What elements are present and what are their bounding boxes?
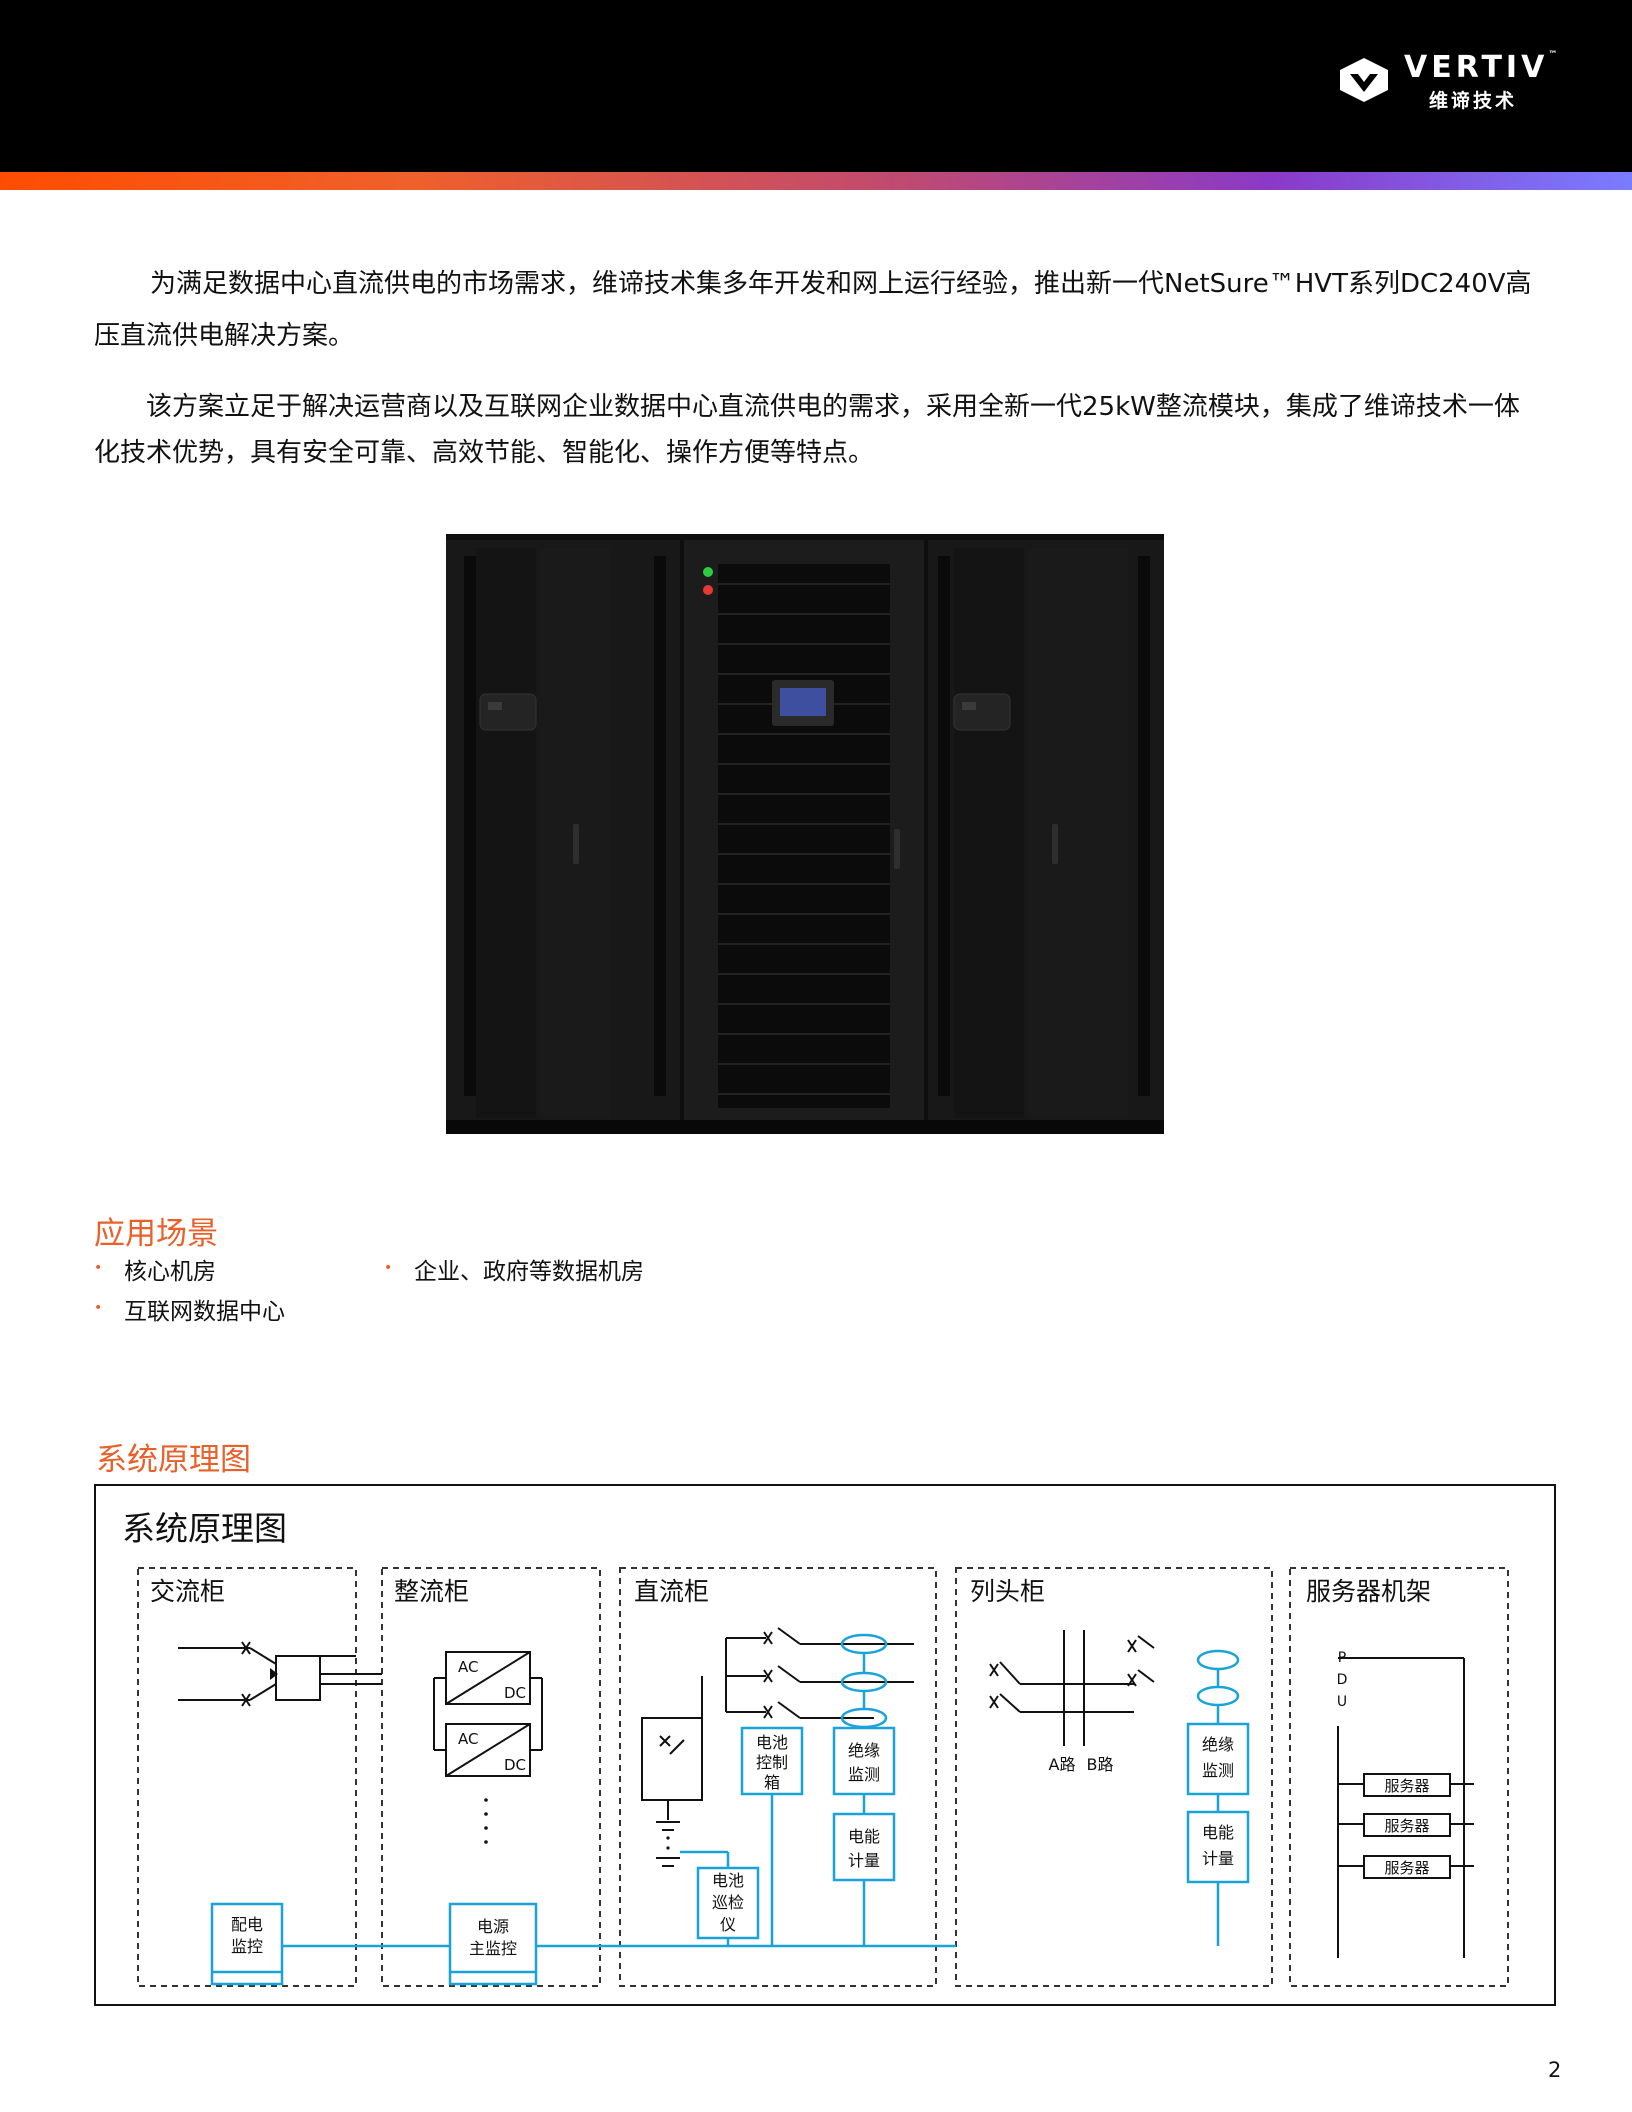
applications-title: 应用场景: [94, 1216, 218, 1252]
column-head-cabinet-box: [955, 1567, 1273, 1987]
battery-inspector-label: 电池: [712, 1871, 744, 1890]
battery-control-box-label: 箱: [764, 1773, 780, 1792]
battery-inspector-label: 巡检: [712, 1893, 744, 1912]
cabinet-label: 直流柜: [634, 1577, 709, 1606]
cabinet-label: 列头柜: [970, 1577, 1045, 1606]
intro-paragraph-2: 该方案立足于解决运营商以及互联网企业数据中心直流供电的需求，采用全新一代25kW…: [94, 392, 1520, 468]
system-diagram-section-title: 系统原理图: [96, 1442, 251, 1478]
energy-meter-label: 电能: [848, 1827, 880, 1846]
cabinet-label: 服务器机架: [1306, 1577, 1431, 1606]
rectifier-ac-label: AC: [458, 1658, 478, 1676]
insulation-monitor-label: 监测: [1202, 1761, 1234, 1780]
diagram-title: 系统原理图: [122, 1509, 287, 1548]
header-gradient-stripe: [0, 172, 1632, 190]
server-label: 服务器: [1384, 1777, 1429, 1795]
bullet-dot-icon: •: [384, 1260, 393, 1276]
energy-meter-label: 电能: [1202, 1823, 1234, 1842]
power-main-monitor-label: 主监控: [469, 1939, 517, 1958]
dc-cabinet-box: [619, 1567, 937, 1987]
cabinet-label: 交流柜: [150, 1577, 225, 1606]
pdu-label: D: [1337, 1672, 1348, 1688]
energy-meter-label: 计量: [848, 1851, 880, 1870]
rectifier-ac-label: AC: [458, 1730, 478, 1748]
server-label: 服务器: [1384, 1859, 1429, 1877]
page-number: 2: [1548, 2058, 1562, 2082]
product-cabinet-image: [446, 534, 1164, 1134]
system-diagram: 系统原理图 交流柜 整流柜 直流柜 列头柜 服务器机架: [94, 1484, 1556, 2006]
logo-wordmark: VERTIV™: [1404, 50, 1558, 85]
pdu-label: U: [1337, 1694, 1347, 1710]
battery-control-box-label: 控制: [756, 1753, 788, 1772]
insulation-monitor-label: 绝缘: [848, 1741, 880, 1760]
path-a-label: A路: [1049, 1755, 1076, 1774]
rectifier-dc-label: DC: [504, 1684, 526, 1702]
server-label: 服务器: [1384, 1817, 1429, 1835]
power-main-monitor-label: 电源: [477, 1917, 509, 1936]
logo-subtitle: 维谛技术: [1429, 90, 1518, 112]
power-dist-monitor-label: 监控: [231, 1937, 263, 1956]
energy-meter-label: 计量: [1202, 1849, 1234, 1868]
bullet-dot-icon: •: [94, 1300, 103, 1316]
vertiv-logo-icon: [1340, 58, 1388, 102]
rectifier-dc-label: DC: [504, 1756, 526, 1774]
insulation-monitor-label: 监测: [848, 1765, 880, 1784]
path-b-label: B路: [1087, 1755, 1114, 1774]
battery-control-box-label: 电池: [756, 1733, 788, 1752]
insulation-monitor-label: 绝缘: [1202, 1735, 1234, 1754]
bullet-dot-icon: •: [94, 1260, 103, 1276]
battery-inspector-label: 仪: [720, 1915, 736, 1934]
cabinet-label: 整流柜: [394, 1577, 469, 1606]
pdu-label: P: [1338, 1650, 1346, 1666]
power-dist-monitor-label: 配电: [231, 1915, 263, 1934]
intro-paragraph-1: 为满足数据中心直流供电的市场需求，维谛技术集多年开发和网上运行经验，推出新一代N…: [94, 269, 1532, 351]
vertiv-logo: VERTIV™ 维谛技术: [1336, 50, 1557, 116]
